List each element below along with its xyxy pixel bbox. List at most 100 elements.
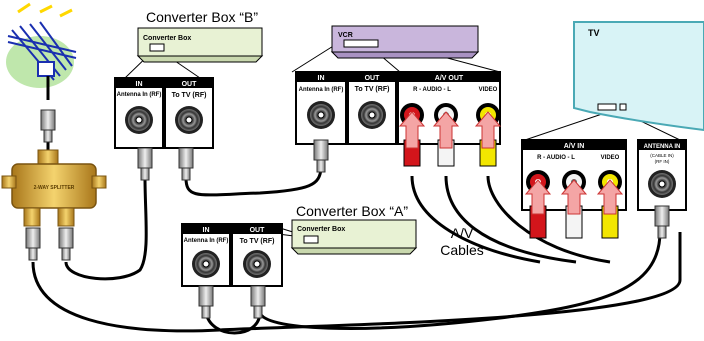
cable-av-yellow [486,175,611,264]
converter-b-in-header-bg [115,78,163,88]
converter-b-in-sub: Antenna In (RF) [117,92,162,98]
antenna-plug-icon [40,109,56,143]
vcr-in-plug-icon [313,139,329,173]
tv-av-in-header: A/V IN [564,143,585,150]
tv-arrow-yellow-icon [596,179,624,215]
converter-a-in-header: IN [203,227,210,234]
av-cables-label-line1: A/V [451,225,474,241]
vcr-rca-plugs [398,111,502,167]
tv-port-thumb [597,103,617,111]
converter-b-out-header: OUT [182,81,198,88]
converter-a-out-sub: To TV (RF) [240,238,275,245]
tv-av-in-video: VIDEO [601,155,620,161]
converter-b-in-jack-icon [124,105,154,135]
av-cables-label-line2: Cables [440,242,484,258]
splitter-out-right-plug-icon [58,227,74,261]
vcr-box-label: VCR [338,32,353,39]
converter-b-out-plug-icon [178,147,194,181]
splitter-input-port [37,149,59,165]
converter-a-out-header: OUT [250,227,266,234]
converter-b-box-label: Converter Box [143,35,191,42]
vcr-arrow-red-icon [398,111,426,149]
converter-b-box-base [136,55,264,63]
vcr: VCR IN Antenna In (RF) OUT To TV (RF) A/… [295,25,501,173]
vcr-in-header: IN [318,75,325,82]
tv-antenna-in-header: ANTENNA IN [644,144,681,150]
vcr-box-base [330,51,480,59]
converter-b-caption: Converter Box “B” [146,9,258,25]
vcr-arrow-white-icon [432,111,460,149]
converter-b-port-thumb [149,43,165,52]
vcr-out-sub: To TV (RF) [355,86,390,93]
vcr-port-thumb [343,39,379,48]
vcr-in-sub: Antenna In (RF) [299,87,344,93]
converter-b-out-jack-icon [174,105,204,135]
cable-av-white [444,175,577,264]
vcr-arrow-yellow-icon [474,111,502,149]
converter-a-box [291,219,417,249]
vcr-av-out-header-bg [398,72,500,82]
vcr-av-out-header: A/V OUT [435,75,464,82]
tv-arrow-white-icon [560,179,588,215]
tv: TV A/V IN R - AUDIO - L VIDEO ANTENNA IN… [521,21,704,239]
converter-box-b: Converter Box “B” Converter Box IN Anten… [114,9,264,181]
antenna-mount [37,61,55,77]
tv-arrow-red-icon [524,179,552,215]
converter-a-out-jack-icon [242,249,272,279]
antenna-signal-icon [17,2,73,18]
converter-b-box [137,27,263,57]
tv-antenna-jack-icon [647,169,677,199]
cable-splitter-to-converter-b [64,177,148,281]
tv-antenna-in-sub2: (RF IN) [655,159,670,164]
converter-b-out-header-bg [165,78,213,88]
converter-box-a: Converter Box “A” Converter Box IN Anten… [181,203,418,319]
vcr-out-jack-icon [357,100,387,130]
antenna [6,2,77,143]
tv-antenna-plug-icon [654,205,670,239]
converter-a-in-sub: Antenna In (RF) [184,238,229,244]
converter-b-in-header: IN [136,81,143,88]
splitter-out-right-port [57,207,75,227]
vcr-out-header: OUT [365,75,381,82]
tv-label: TV [588,28,600,38]
splitter-out-left-port [23,207,41,227]
tv-av-in-audio: R - AUDIO - L [537,155,575,161]
vcr-out-header-bg [348,72,396,82]
converter-a-box-base [290,247,418,255]
converter-a-out-plug-icon [250,285,266,319]
cable-av-red [410,175,541,264]
tv-antenna-in-sub1: (CABLE IN) [650,153,674,158]
converter-a-in-header-bg [182,224,230,234]
splitter: 2-WAY SPLITTER [1,149,107,261]
vcr-in-jack-icon [306,100,336,130]
converter-a-caption: Converter Box “A” [296,203,408,219]
cable-converter-a-to-tv [258,231,662,330]
converter-a-in-plug-icon [198,285,214,319]
converter-a-out-header-bg [232,224,282,234]
converter-a-box-label: Converter Box [297,226,345,233]
splitter-label: 2-WAY SPLITTER [34,185,75,191]
tv-rca-plugs [524,179,624,239]
cable-splitter-to-tv-antenna [31,232,682,333]
converter-b-in-plug-icon [137,147,153,181]
converter-b-out-sub: To TV (RF) [172,92,207,99]
converter-a-in-jack-icon [191,249,221,279]
antenna-elements [7,21,77,81]
tv-body [573,21,704,132]
vcr-av-out-audio: R - AUDIO - L [413,87,451,93]
splitter-out-left-plug-icon [25,227,41,261]
tv-av-in-header-bg [522,140,626,150]
cable-converter-a-in [204,311,262,335]
tv-antenna-in-header-bg [638,140,686,150]
tv-antenna-thumb [619,103,627,111]
vcr-box [331,25,479,53]
splitter-ear-right [91,175,107,189]
cables [31,142,682,335]
vcr-av-out-video: VIDEO [479,87,498,93]
vcr-in-header-bg [296,72,346,82]
cable-converter-b-to-vcr [184,167,323,197]
splitter-ear-left [1,175,17,189]
converter-a-port-thumb [303,235,319,244]
